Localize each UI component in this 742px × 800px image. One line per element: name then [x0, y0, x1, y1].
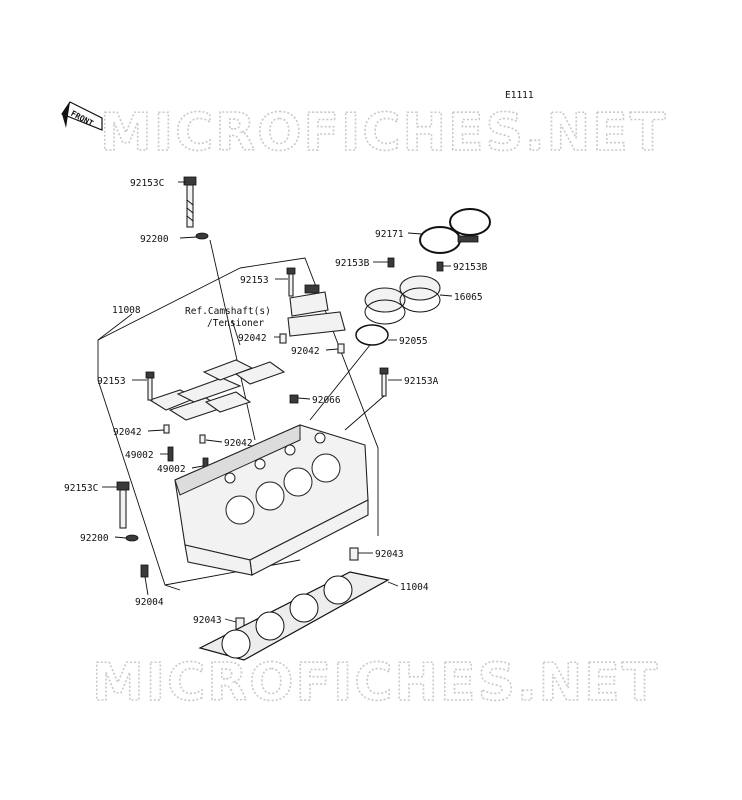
fitting-92066 [289, 394, 299, 404]
label-11008[interactable]: 11008 [112, 305, 141, 316]
bolt-92153-upper [286, 267, 296, 297]
front-arrow-icon: FRONT [61, 101, 103, 131]
label-92153B-right[interactable]: 92153B [453, 262, 488, 273]
camshaft-cap-upper [287, 284, 346, 337]
label-16065[interactable]: 16065 [454, 292, 483, 303]
watermark-bottom: MICROFICHES.NET [92, 653, 659, 713]
label-11004[interactable]: 11004 [400, 582, 429, 593]
bolt-92153C-low [116, 481, 130, 529]
label-92043-b[interactable]: 92043 [193, 615, 222, 626]
label-92153B-left[interactable]: 92153B [335, 258, 370, 269]
label-49002-a[interactable]: 49002 [125, 450, 154, 461]
o-ring-92055 [355, 324, 389, 346]
plug-92004 [140, 564, 149, 578]
cylinder-head [174, 424, 369, 576]
head-gasket [198, 571, 390, 661]
label-92066[interactable]: 92066 [312, 395, 341, 406]
ref-note-line2: /Tensioner [207, 318, 264, 329]
label-92153C-top[interactable]: 92153C [130, 178, 164, 189]
diagram-code: E1111 [505, 90, 534, 101]
label-92171[interactable]: 92171 [375, 229, 404, 240]
dowel-92043-a [349, 547, 359, 561]
bolt-92153B-right [436, 261, 444, 272]
label-92042-b[interactable]: 92042 [291, 346, 320, 357]
label-92153-upper[interactable]: 92153 [240, 275, 269, 286]
label-92042-d[interactable]: 92042 [224, 438, 253, 449]
bolt-92153B-left [387, 257, 395, 268]
label-92043-a[interactable]: 92043 [375, 549, 404, 560]
label-92200-top[interactable]: 92200 [140, 234, 169, 245]
dowel-92042-c [163, 424, 170, 434]
washer-92200-top [195, 232, 209, 240]
ref-note-line1: Ref.Camshaft(s) [185, 306, 271, 317]
dowel-92042-d [199, 434, 206, 444]
label-92055[interactable]: 92055 [399, 336, 428, 347]
label-92153-left[interactable]: 92153 [97, 376, 126, 387]
bolt-92153A [379, 367, 389, 397]
label-92004[interactable]: 92004 [135, 597, 164, 608]
label-92042-a[interactable]: 92042 [238, 333, 267, 344]
label-92042-c[interactable]: 92042 [113, 427, 142, 438]
dowel-92042-a [279, 333, 287, 344]
label-92153A[interactable]: 92153A [404, 376, 439, 387]
bolt-92153C-top [183, 176, 197, 228]
watermark-top: MICROFICHES.NET [100, 103, 667, 163]
intake-holder-16065 [364, 275, 441, 325]
dowel-92042-b [337, 343, 345, 354]
label-92153C-low[interactable]: 92153C [64, 483, 98, 494]
stud-49002-a [167, 446, 174, 462]
camshaft-caps-middle [148, 359, 286, 421]
bolt-92153-left [145, 371, 155, 401]
label-49002-b[interactable]: 49002 [157, 464, 186, 475]
clamp-92171 [419, 208, 491, 254]
washer-92200-low [125, 534, 139, 542]
label-92200-low[interactable]: 92200 [80, 533, 109, 544]
